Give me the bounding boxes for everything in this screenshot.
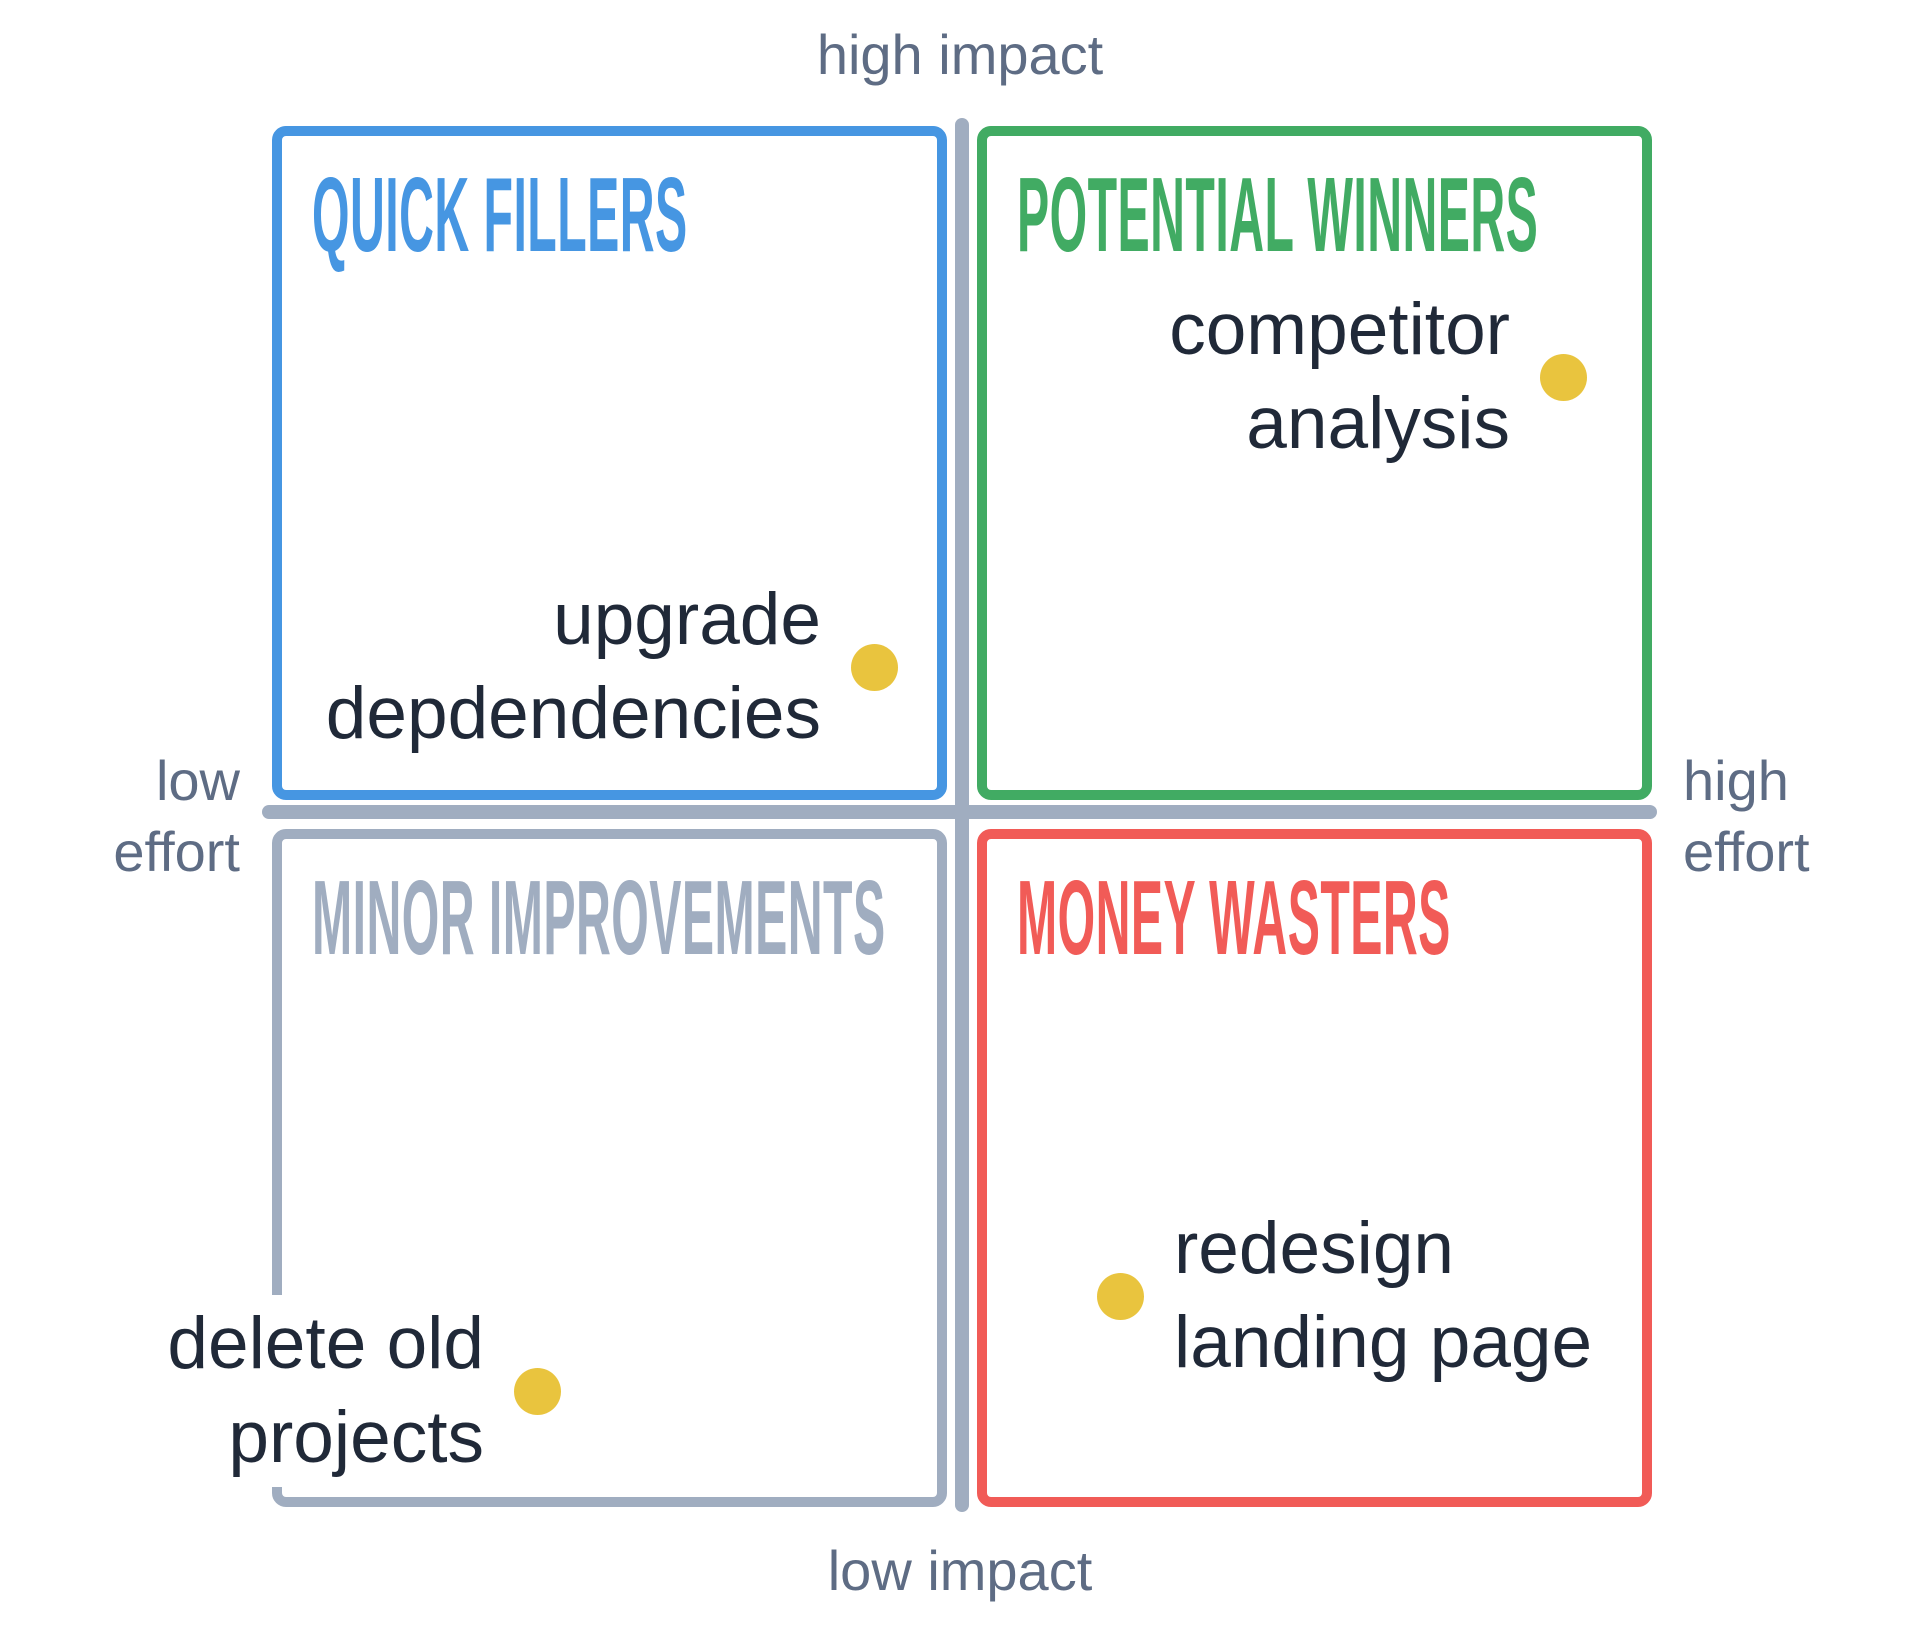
axis-label-low-effort: low effort [0,745,240,887]
task-label-line: projects [228,1397,484,1478]
quadrant-title-quick-fillers: QUICK FILLERS [312,156,688,274]
quadrant-title-potential-winners: POTENTIAL WINNERS [1017,156,1539,274]
axis-label-low-effort-line2: effort [113,820,240,883]
quadrant-title-money-wasters: MONEY WASTERS [1017,859,1451,977]
task-competitor-analysis: competitor analysis [1153,281,1587,473]
task-competitor-analysis-label: competitor analysis [1153,281,1526,473]
task-delete-old-projects-label: delete old projects [151,1295,500,1487]
task-label-line: delete old [167,1303,484,1384]
quadrant-title-minor-improvements: MINOR IMPROVEMENTS [312,859,886,977]
task-label-line: analysis [1246,383,1510,464]
task-dot [514,1367,561,1415]
quadrant-quick-fillers: QUICK FILLERS [272,126,947,800]
task-redesign-landing-page-label: redesign landing page [1158,1200,1609,1392]
axis-label-high-effort-line1: high [1683,749,1789,812]
task-label-line: depdendencies [325,673,821,754]
axis-label-high-effort: high effort [1683,745,1810,887]
task-label-line: redesign [1174,1208,1455,1289]
task-dot [1540,353,1587,401]
task-label-line: upgrade [553,579,821,660]
divider-horizontal [262,805,1657,819]
axis-label-low-impact: low impact [827,1539,1093,1602]
quadrant-potential-winners: POTENTIAL WINNERS [977,126,1652,800]
axis-label-high-impact: high impact [816,23,1104,86]
axis-label-low-effort-line1: low [155,749,240,812]
task-dot [851,643,898,691]
task-upgrade-dependencies: upgrade depdendencies [309,571,898,763]
task-dot [1097,1272,1144,1320]
task-label-line: competitor [1169,289,1510,370]
task-label-line: landing page [1174,1302,1593,1383]
quadrant-money-wasters: MONEY WASTERS [977,829,1652,1507]
task-redesign-landing-page: redesign landing page [1097,1200,1609,1392]
task-upgrade-dependencies-label: upgrade depdendencies [309,571,837,763]
task-delete-old-projects: delete old projects [151,1295,561,1487]
axis-label-high-effort-line2: effort [1683,820,1810,883]
quadrant-minor-improvements: MINOR IMPROVEMENTS [272,829,947,1507]
